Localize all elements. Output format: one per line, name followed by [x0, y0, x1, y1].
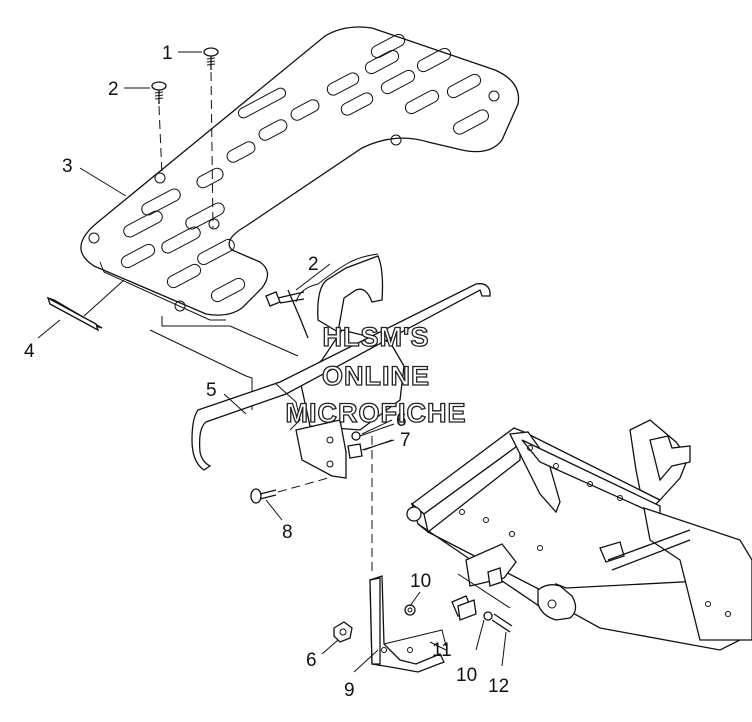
callout-2-top: 2: [108, 79, 119, 100]
callout-3: 3: [62, 156, 73, 177]
screw-2-top: [151, 81, 167, 104]
reflector-4: [46, 279, 125, 332]
callout-6-upper: 6: [396, 410, 407, 431]
washer-10: [404, 604, 416, 616]
callout-11: 11: [432, 640, 452, 661]
bolt-8: [250, 477, 329, 504]
leader-lines: [37, 51, 507, 673]
rear-tube-rail-5: [191, 283, 491, 471]
bolt-12: [483, 611, 513, 633]
callout-6-lower: 6: [306, 650, 317, 671]
callout-10-left: 10: [410, 571, 431, 592]
nut-6-lower: [333, 621, 353, 643]
screw-1: [203, 47, 219, 70]
callout-9: 9: [344, 680, 355, 701]
callout-numbers: 1 2 3 4 5 2 6 7 8 10 6 11 9 10 12: [24, 43, 509, 701]
callout-2-lower: 2: [308, 254, 319, 275]
vertical-plate-9: [369, 436, 447, 673]
callout-5: 5: [206, 380, 217, 401]
callout-7: 7: [400, 430, 411, 451]
bolt-2-lower: [265, 289, 309, 339]
callout-1: 1: [162, 43, 173, 64]
bushing: [451, 595, 477, 621]
callout-12: 12: [488, 676, 509, 697]
watermark-line-2: ONLINE: [321, 360, 430, 391]
callout-8: 8: [282, 522, 293, 543]
fender-section: [295, 253, 405, 431]
watermark-line-3: MICROFICHE: [285, 397, 467, 428]
hitch-bracket: [457, 543, 517, 609]
vehicle-frame: [406, 419, 752, 651]
callout-10-right: 10: [456, 665, 477, 686]
callout-4: 4: [24, 341, 35, 362]
rear-rack: [80, 26, 520, 321]
mount-bracket: [295, 419, 395, 479]
watermark-line-1: HLSM'S: [322, 321, 430, 352]
